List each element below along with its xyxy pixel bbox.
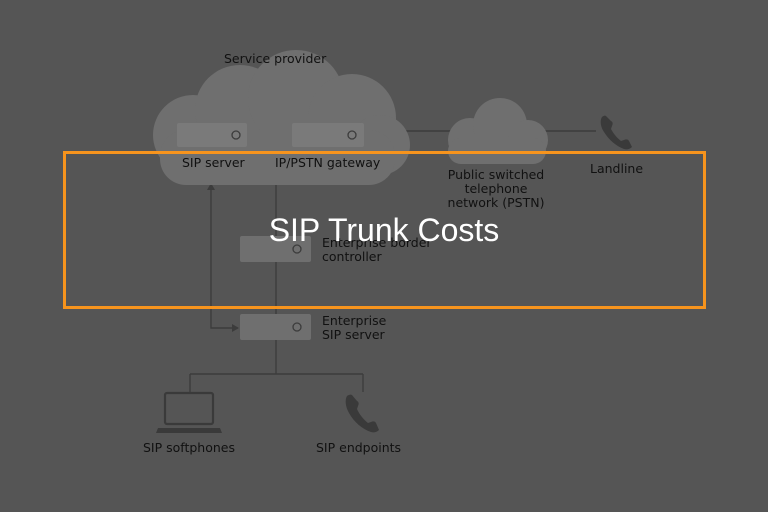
- enterprise-sip-server-label-line: SIP server: [322, 327, 385, 342]
- service-provider-label: Service provider: [224, 51, 327, 66]
- border-controller-label-line: Enterprise border: [322, 235, 432, 250]
- pstn-label-line: network (PSTN): [447, 195, 545, 210]
- border-controller-label: Enterprise border controller: [322, 236, 432, 264]
- endpoints-label: SIP endpoints: [316, 440, 402, 455]
- sip-server-label: SIP server: [182, 155, 245, 170]
- enterprise-sip-server-label-line: Enterprise: [322, 313, 387, 328]
- page-title: SIP Trunk Costs: [268, 212, 500, 248]
- arrow-head-up: [207, 183, 215, 190]
- border-controller-label-line: controller: [322, 249, 382, 264]
- arrow-head-right: [232, 324, 239, 332]
- pstn-label-line: Public switched: [447, 167, 545, 182]
- phone-icon: [600, 115, 632, 150]
- gateway-label: IP/PSTN gateway: [275, 155, 381, 170]
- enterprise-sip-server-label: Enterprise SIP server: [322, 314, 386, 342]
- server-icon: [177, 123, 247, 147]
- server-icon: [240, 236, 311, 262]
- title-frame: [63, 151, 706, 309]
- laptop-icon: [156, 391, 222, 433]
- pstn-label: Public switched telephone network (PSTN): [436, 168, 556, 210]
- landline-label: Landline: [590, 161, 644, 176]
- server-icon: [292, 123, 364, 147]
- softphones-label: SIP softphones: [143, 440, 236, 455]
- pstn-label-line: telephone: [464, 181, 528, 196]
- signal-arrow: [210, 188, 238, 329]
- server-icon: [240, 314, 311, 340]
- phone-icon: [345, 394, 379, 433]
